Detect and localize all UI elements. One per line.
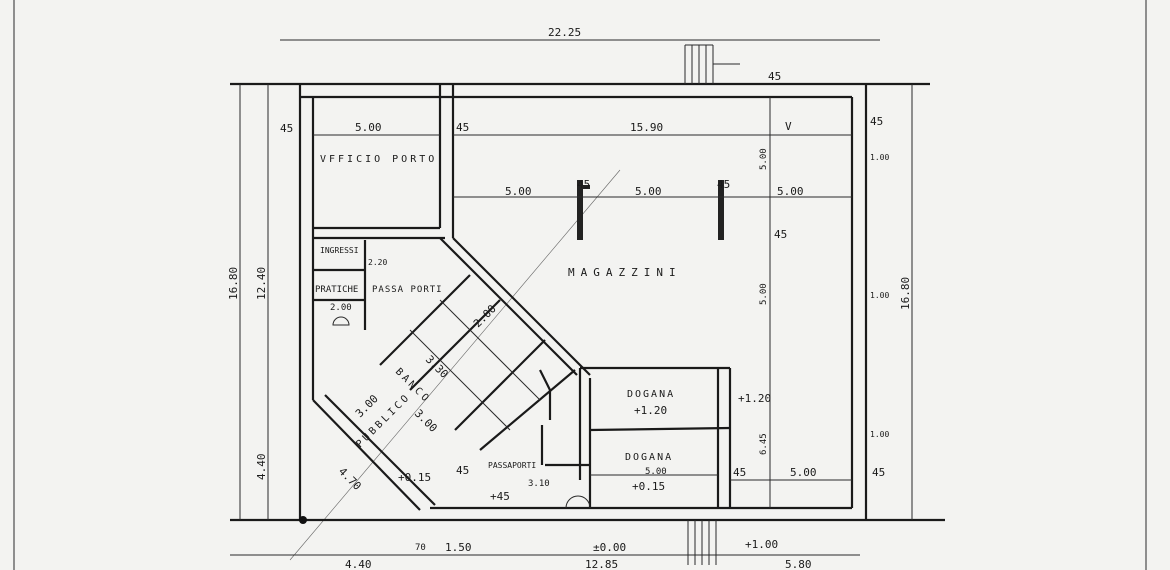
dim-bottom-left: 4.40 bbox=[345, 558, 372, 570]
dim-left-lower: 4.40 bbox=[255, 454, 268, 481]
room-dogana-upper: DOGANA bbox=[627, 389, 675, 400]
dim-right-1: 1.00 bbox=[870, 153, 889, 162]
level-exterior: ±0.00 bbox=[593, 541, 626, 554]
level-dogana-lower: +0.15 bbox=[632, 480, 665, 493]
level-entry: +45 bbox=[490, 490, 510, 503]
dim-left-upper: 12.40 bbox=[255, 267, 268, 300]
dim-right-2: 1.00 bbox=[870, 291, 889, 300]
outer-walls bbox=[230, 82, 945, 522]
level-pubblico: +0.15 bbox=[398, 471, 431, 484]
dim-diagonal: 4.70 bbox=[336, 465, 364, 493]
dim-dogana-wall: 45 bbox=[733, 466, 746, 479]
dim-banco-2: 3.30 bbox=[423, 353, 451, 381]
dim-bay2: 5.00 bbox=[635, 185, 662, 198]
dim-bottom-150: 1.50 bbox=[445, 541, 472, 554]
stairs-top bbox=[684, 44, 740, 84]
dim-ingressi-h: 2.20 bbox=[368, 258, 387, 267]
sink-fixture bbox=[332, 316, 350, 326]
dim-magazzini-width: 15.90 bbox=[630, 121, 663, 134]
dim-dogana-width: 5.00 bbox=[645, 467, 667, 477]
dim-bay3: 5.00 bbox=[777, 185, 804, 198]
dim-inner-v2: 5.00 bbox=[759, 283, 769, 305]
dim-top-stair-wall: 45 bbox=[768, 70, 781, 83]
door-swing bbox=[565, 495, 591, 509]
dim-bottom-mid: 12.85 bbox=[585, 558, 618, 570]
banco-pubblico-walls bbox=[312, 237, 591, 511]
mark-v: V bbox=[785, 120, 792, 133]
dim-right-total: 16.80 bbox=[899, 277, 912, 310]
dogana-walls bbox=[545, 366, 732, 508]
dim-inner-v1: 5.00 bbox=[759, 148, 769, 170]
room-ufficio-porto: VFFICIO PORTO bbox=[320, 154, 437, 165]
dim-top-wall-mid: 45 bbox=[456, 121, 469, 134]
room-dogana-lower: DOGANA bbox=[625, 452, 673, 463]
dim-right-3: 1.00 bbox=[870, 430, 889, 439]
dim-col1: 45 bbox=[577, 178, 590, 191]
dim-col3: 45 bbox=[774, 228, 787, 241]
survey-point bbox=[299, 516, 307, 524]
room-passa-porti: PASSA PORTI bbox=[372, 285, 443, 295]
dim-pratiche-width: 2.00 bbox=[330, 303, 352, 313]
dim-banco-1: 3.00 bbox=[353, 392, 381, 420]
office-walls bbox=[313, 84, 455, 330]
dim-top-wall-left: 45 bbox=[280, 122, 293, 135]
dim-bay-right: 5.00 bbox=[790, 466, 817, 479]
dim-bottom-right: 5.80 bbox=[785, 558, 812, 570]
dim-top-total: 22.25 bbox=[548, 26, 581, 39]
dim-bay1: 5.00 bbox=[505, 185, 532, 198]
dimension-lines bbox=[230, 39, 913, 556]
level-right: +1.20 bbox=[738, 392, 771, 405]
level-dogana-upper: +1.20 bbox=[634, 404, 667, 417]
dim-left-total: 16.80 bbox=[227, 267, 240, 300]
dim-right-wall: 45 bbox=[872, 466, 885, 479]
dim-banco-3: 3.00 bbox=[412, 407, 440, 435]
stairs-bottom bbox=[687, 520, 717, 565]
dim-wall-45b: 45 bbox=[456, 464, 469, 477]
room-magazzini: MAGAZZINI bbox=[568, 266, 682, 279]
room-pratiche: PRATICHE bbox=[315, 285, 358, 295]
level-stairs-right: +1.00 bbox=[745, 538, 778, 551]
dim-inner-v3: 6.45 bbox=[759, 433, 769, 455]
dim-office-width: 5.00 bbox=[355, 121, 382, 134]
dim-bottom-70: 70 bbox=[415, 543, 426, 553]
room-ingressi: INGRESSI bbox=[320, 246, 359, 255]
dim-col2: 45 bbox=[717, 178, 730, 191]
room-passaporti-small: PASSAPORTI bbox=[488, 461, 536, 470]
construction-line bbox=[289, 169, 621, 561]
dim-top-right-wall: 45 bbox=[870, 115, 883, 128]
dim-entry-width: 3.10 bbox=[528, 479, 550, 489]
columns bbox=[577, 180, 724, 240]
